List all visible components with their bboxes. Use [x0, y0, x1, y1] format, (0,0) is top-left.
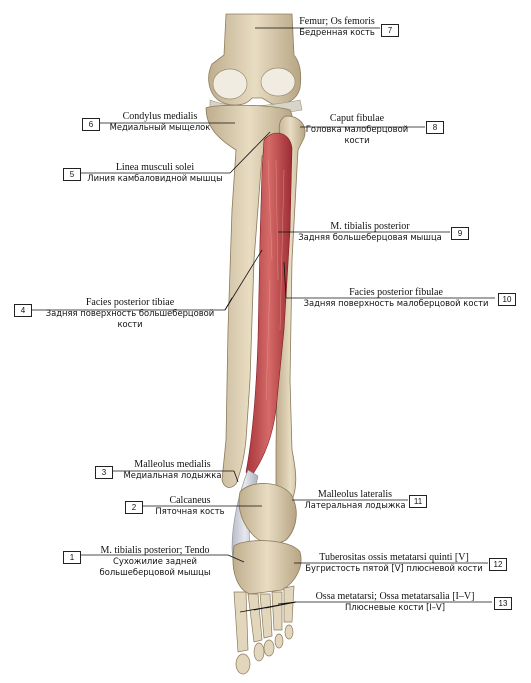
label-tibialis-latin: M. tibialis posterior — [330, 221, 410, 232]
label-tuberositas-russian: Бугристость пятой [V] плюсневой кости — [305, 563, 483, 573]
label-tendo-russian-1: Сухожилие задней — [113, 556, 197, 566]
label-calcaneus-latin: Calcaneus — [169, 495, 211, 506]
label-ossa-latin: Ossa metatarsi; Ossa metatarsalia [I–V] — [315, 591, 475, 602]
label-malleolus-lateralis-russian: Латеральная лодыжка — [304, 500, 406, 510]
label-malleolus-lateralis: Malleolus lateralis Латеральная лодыжка — [300, 489, 410, 511]
label-number-13: 13 — [494, 597, 512, 610]
label-femur-latin: Femur; Os femoris — [299, 16, 375, 27]
label-tendo: M. tibialis posterior; Tendo Сухожилие з… — [80, 545, 230, 578]
label-calcaneus-russian: Пяточная кость — [155, 506, 225, 516]
label-ossa-metatarsi: Ossa metatarsi; Ossa metatarsalia [I–V] … — [300, 591, 490, 613]
label-caput-russian-1: Головка малоберцовой — [305, 124, 409, 134]
label-number-11: 11 — [409, 495, 427, 508]
label-tibialis-posterior: M. tibialis posterior Задняя большеберцо… — [290, 221, 450, 243]
label-linea-solei: Linea musculi solei Линия камбаловидной … — [80, 162, 230, 184]
label-number-12: 12 — [489, 558, 507, 571]
foot-bones — [232, 483, 302, 595]
label-caput-fibulae: Caput fibulae Головка малоберцовой кости — [302, 113, 412, 146]
label-malleolus-medialis: Malleolus medialis Медиальная лодыжка — [115, 459, 230, 481]
label-number-5: 5 — [63, 168, 81, 181]
label-number-3: 3 — [95, 466, 113, 479]
label-number-10: 10 — [498, 293, 516, 306]
label-caput-latin: Caput fibulae — [329, 113, 385, 124]
label-linea-latin: Linea musculi solei — [115, 162, 195, 173]
label-number-7: 7 — [381, 24, 399, 37]
label-condylus-latin: Condylus medialis — [122, 111, 198, 122]
label-number-9: 9 — [451, 227, 469, 240]
label-tibialis-russian: Задняя большеберцовая мышца — [298, 232, 442, 242]
label-caput-russian-2: кости — [344, 135, 370, 145]
label-calcaneus: Calcaneus Пяточная кость — [140, 495, 240, 517]
label-tendo-russian-2: большеберцовой мышцы — [99, 567, 211, 577]
metatarsals-toes — [233, 585, 295, 675]
label-tuberositas: Tuberositas ossis metatarsi quinti [V] Б… — [300, 552, 488, 574]
label-femur: Femur; Os femoris Бедренная кость — [287, 16, 387, 38]
leader-lines — [30, 27, 495, 613]
label-malleolus-medialis-latin: Malleolus medialis — [134, 459, 211, 470]
label-ossa-russian: Плюсневые кости [I–V] — [345, 602, 445, 612]
label-malleolus-lateralis-latin: Malleolus lateralis — [317, 489, 393, 500]
label-malleolus-medialis-russian: Медиальная лодыжка — [123, 470, 222, 480]
label-femur-russian: Бедренная кость — [299, 27, 375, 37]
label-number-1: 1 — [63, 551, 81, 564]
label-number-2: 2 — [125, 501, 143, 514]
label-facies-tibiae-latin: Facies posterior tibiae — [85, 297, 175, 308]
label-tendo-latin: M. tibialis posterior; Tendo — [100, 545, 210, 556]
tibia-bone — [205, 104, 294, 488]
label-facies-fibulae-latin: Facies posterior fibulae — [349, 287, 443, 298]
label-condylus-russian: Медиальный мыщелок — [109, 122, 211, 132]
tibialis-posterior-muscle — [245, 132, 293, 479]
label-tuberositas-latin: Tuberositas ossis metatarsi quinti [V] — [319, 552, 469, 563]
label-facies-tibiae: Facies posterior tibiae Задняя поверхнос… — [35, 297, 225, 330]
label-facies-tibiae-russian: Задняя поверхность большеберцовой кости — [45, 308, 215, 329]
label-condylus-medialis: Condylus medialis Медиальный мыщелок — [95, 111, 225, 133]
label-linea-russian: Линия камбаловидной мышцы — [87, 173, 223, 183]
femur-bone — [208, 13, 302, 106]
label-number-6: 6 — [82, 118, 100, 131]
label-facies-fibulae: Facies posterior fibulae Задняя поверхно… — [296, 287, 496, 309]
label-number-8: 8 — [426, 121, 444, 134]
label-facies-fibulae-russian: Задняя поверхность малоберцовой кости — [303, 298, 489, 308]
label-number-4: 4 — [14, 304, 32, 317]
